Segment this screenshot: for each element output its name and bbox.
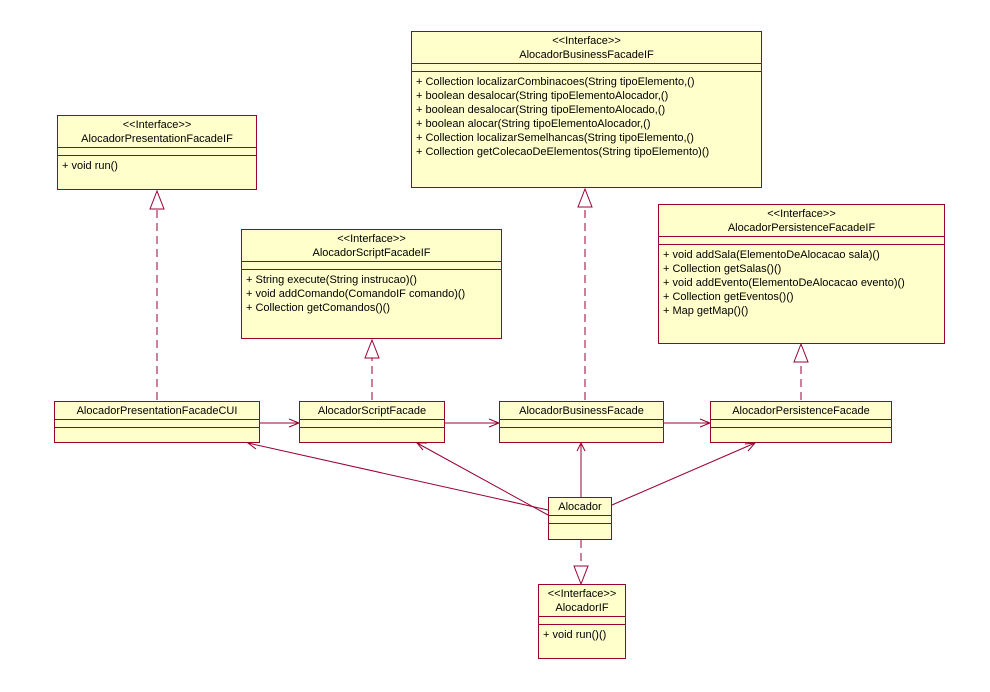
operations-compartment [300,427,444,435]
class-alocador-persistence-facade-if[interactable]: <<Interface>> AlocadorPersistenceFacadeI… [658,204,945,344]
operations-compartment: + Collection localizarCombinacoes(String… [412,71,761,161]
realization-head-persistence [793,342,809,363]
class-header: <<Interface>> AlocadorBusinessFacadeIF [412,32,761,63]
class-alocador-script-facade-if[interactable]: <<Interface>> AlocadorScriptFacadeIF + S… [241,229,502,339]
class-header: <<Interface>> AlocadorPersistenceFacadeI… [659,205,944,236]
class-alocador-business-facade-if[interactable]: <<Interface>> AlocadorBusinessFacadeIF +… [411,31,762,188]
class-name: AlocadorBusinessFacade [519,405,644,417]
operations-compartment: + String execute(String instrucao)() + v… [242,269,501,317]
realization-head-business [577,187,593,208]
stereotype-label: <<Interface>> [767,208,836,220]
realization-head-script [364,338,380,359]
association-alocador-to-cui [247,442,549,511]
operation: + void addSala(ElementoDeAlocacao sala)(… [663,249,880,261]
class-name: AlocadorPersistenceFacadeIF [727,222,876,234]
stereotype-label: <<Interface>> [337,233,406,245]
stereotype-label: <<Interface>> [547,588,617,600]
operations-compartment [549,523,611,531]
operation: + Collection localizarSemelhancas(String… [416,132,694,144]
class-name: AlocadorPresentationFacadeCUI [76,405,238,417]
operations-compartment [711,427,891,435]
attributes-compartment [539,616,625,624]
realization-head-presentation [149,189,165,210]
class-alocador-presentation-facade-if[interactable]: <<Interface>> AlocadorPresentationFacade… [57,115,257,190]
attributes-compartment [58,147,256,155]
class-alocador-script-facade[interactable]: AlocadorScriptFacade [299,401,445,443]
arrowhead-alocador-to-business [576,441,586,452]
class-header: AlocadorScriptFacade [300,402,444,419]
stereotype-label: <<Interface>> [122,119,192,131]
operations-compartment: + void addSala(ElementoDeAlocacao sala)(… [659,244,944,320]
class-header: <<Interface>> AlocadorIF [539,585,625,616]
attributes-compartment [412,63,761,71]
class-alocador-business-facade[interactable]: AlocadorBusinessFacade [499,401,664,443]
arrowhead-alocador-to-script [415,442,427,451]
attributes-compartment [55,419,259,427]
attributes-compartment [711,419,891,427]
operation: + Map getMap()() [663,305,749,317]
operation: + void run() [62,160,118,172]
class-alocador[interactable]: Alocador [548,497,612,540]
operations-compartment [500,427,663,435]
class-header: <<Interface>> AlocadorScriptFacadeIF [242,230,501,261]
attributes-compartment [300,419,444,427]
stereotype-label: <<Interface>> [552,35,621,47]
operation: + void addComando(ComandoIF comando)() [246,288,466,300]
operations-compartment: + void run()() [539,624,625,644]
attributes-compartment [242,261,501,269]
operations-compartment [55,427,259,435]
attributes-compartment [500,419,663,427]
association-alocador-to-script [416,442,549,516]
association-alocador-to-persistence [611,442,756,506]
operation: + boolean desalocar(String tipoElementoA… [416,90,669,102]
attributes-compartment [659,236,944,244]
class-name: AlocadorBusinessFacadeIF [519,49,654,61]
class-header: AlocadorBusinessFacade [500,402,663,419]
operations-compartment: + void run() [58,155,256,175]
operation: + Collection getSalas()() [663,263,782,275]
operation: + void addEvento(ElementoDeAlocacao even… [663,277,905,289]
operation: + void run()() [543,629,607,641]
class-header: <<Interface>> AlocadorPresentationFacade… [58,116,256,147]
class-name: AlocadorScriptFacade [317,405,427,417]
operation: + boolean desalocar(String tipoElementoA… [416,104,666,116]
operation: + Collection getColecaoDeElementos(Strin… [416,146,710,158]
class-name: AlocadorIF [555,602,609,614]
operation: + String execute(String instrucao)() [246,274,417,286]
arrowhead-alocador-to-persistence [744,442,757,452]
realization-head-alocador [573,565,589,586]
class-header: Alocador [549,498,611,515]
class-alocador-persistence-facade[interactable]: AlocadorPersistenceFacade [710,401,892,443]
class-name: AlocadorPresentationFacadeIF [81,133,233,145]
class-name: AlocadorPersistenceFacade [732,405,870,417]
class-name: AlocadorScriptFacadeIF [312,247,431,259]
class-name: Alocador [558,501,602,513]
operation: + Collection getComandos()() [246,302,390,314]
attributes-compartment [549,515,611,523]
operation: + Collection getEventos()() [663,291,794,303]
operation: + Collection localizarCombinacoes(String… [416,76,695,88]
operation: + boolean alocar(String tipoElementoAloc… [416,118,651,130]
class-alocador-presentation-facade-cui[interactable]: AlocadorPresentationFacadeCUI [54,401,260,443]
class-header: AlocadorPersistenceFacade [711,402,891,419]
class-header: AlocadorPresentationFacadeCUI [55,402,259,419]
class-alocador-if[interactable]: <<Interface>> AlocadorIF + void run()() [538,584,626,659]
